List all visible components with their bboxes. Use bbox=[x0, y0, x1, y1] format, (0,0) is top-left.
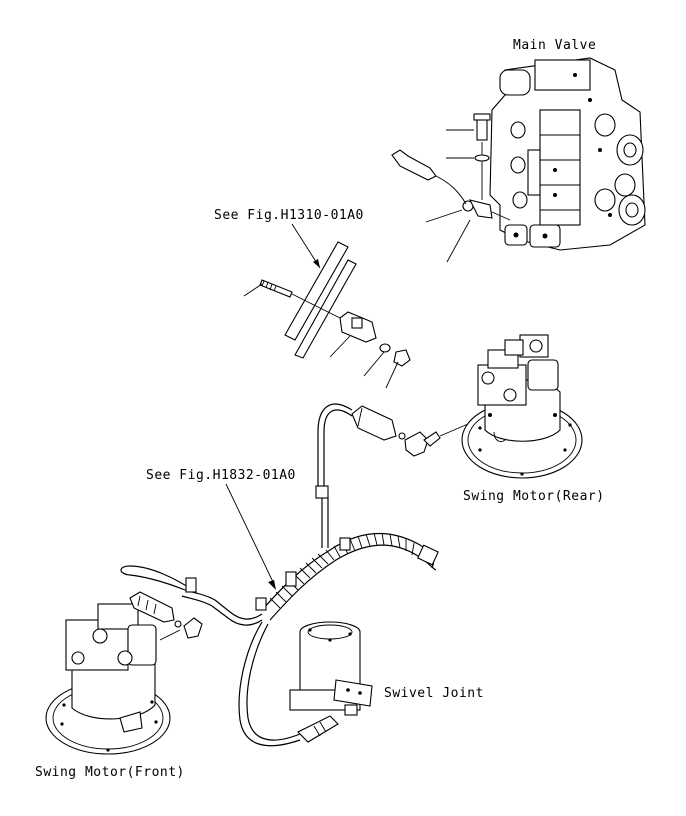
swing-motor-front bbox=[45, 603, 171, 755]
swivel-joint-label: Swivel Joint bbox=[384, 686, 484, 701]
swing-motor-rear-label: Swing Motor(Rear) bbox=[463, 489, 605, 504]
see-fig-h1832-leader bbox=[225, 483, 275, 585]
front-motor-fittings bbox=[129, 591, 203, 641]
swing-motor-rear bbox=[461, 334, 583, 479]
main-valve bbox=[489, 57, 646, 251]
see-fig-h1832-label: See Fig.H1832-01A0 bbox=[146, 468, 296, 483]
clamp-bracket bbox=[243, 241, 411, 389]
hoses bbox=[120, 403, 439, 747]
main-valve-label: Main Valve bbox=[513, 38, 596, 53]
swivel-joint bbox=[289, 621, 373, 743]
see-fig-h1310-label: See Fig.H1310-01A0 bbox=[214, 208, 364, 223]
main-valve-fittings bbox=[391, 113, 511, 263]
swing-motor-front-label: Swing Motor(Front) bbox=[35, 765, 185, 780]
rear-motor-fittings bbox=[351, 405, 469, 457]
